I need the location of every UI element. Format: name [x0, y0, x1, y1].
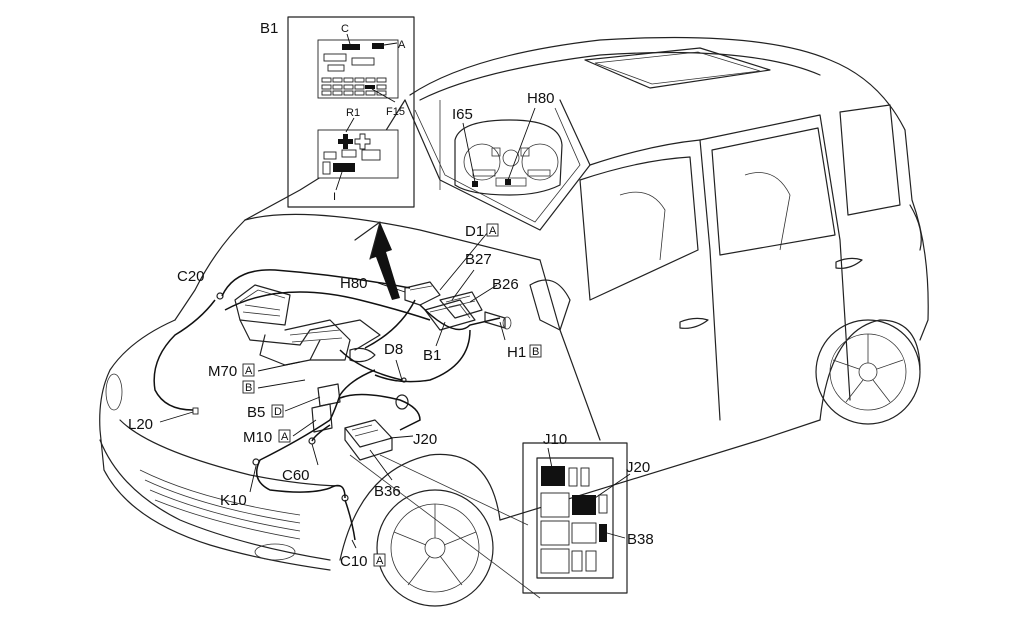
label-d8: D8: [384, 341, 403, 358]
leader-lines: [159, 231, 506, 549]
label-f15: F15: [386, 106, 405, 118]
label-i-inset: I: [333, 191, 336, 203]
label-i65: I65: [452, 106, 473, 123]
label-b5: B5: [247, 404, 265, 421]
label-h80: H80: [340, 275, 368, 292]
label-d1: D1: [465, 223, 484, 240]
label-b1-top: B1: [260, 20, 278, 37]
inset-j10: [349, 442, 631, 599]
label-h80-dash: H80: [527, 90, 555, 107]
label-l20: L20: [128, 416, 153, 433]
label-b26: B26: [492, 276, 519, 293]
label-c20: C20: [177, 268, 205, 285]
label-c60: C60: [282, 467, 310, 484]
label-a-inset: A: [398, 39, 406, 51]
engine-components: [192, 281, 512, 502]
label-m70-suffix-b: B: [245, 382, 252, 394]
label-j10: J10: [543, 431, 567, 448]
label-h1-suffix: B: [532, 346, 539, 358]
label-k10: K10: [220, 492, 247, 509]
wiring-harness: [153, 269, 501, 541]
label-m70: M70: [208, 363, 237, 380]
label-b27: B27: [465, 251, 492, 268]
label-b36: B36: [374, 483, 401, 500]
label-b5-suffix: D: [274, 406, 282, 418]
label-c-inset: C: [341, 23, 349, 35]
inset-b1: [287, 16, 415, 208]
label-r1: R1: [346, 107, 360, 119]
label-c10-suffix: A: [376, 555, 384, 567]
label-b38: B38: [627, 531, 654, 548]
label-b1: B1: [423, 347, 441, 364]
label-j20: J20: [413, 431, 437, 448]
label-m70-suffix-a: A: [245, 365, 253, 377]
labels: B1 C A F15 R1 I I65 H80 D1 A C20 H80 B27…: [128, 20, 654, 570]
car-outline: [99, 36, 929, 607]
inset-dashboard: [439, 100, 563, 196]
label-j20-inset: J20: [626, 459, 650, 476]
direction-arrow: [370, 222, 400, 300]
label-m10: M10: [243, 429, 272, 446]
label-m10-suffix: A: [281, 431, 289, 443]
label-c10: C10: [340, 553, 368, 570]
label-d1-suffix: A: [489, 225, 497, 237]
label-h1: H1: [507, 344, 526, 361]
